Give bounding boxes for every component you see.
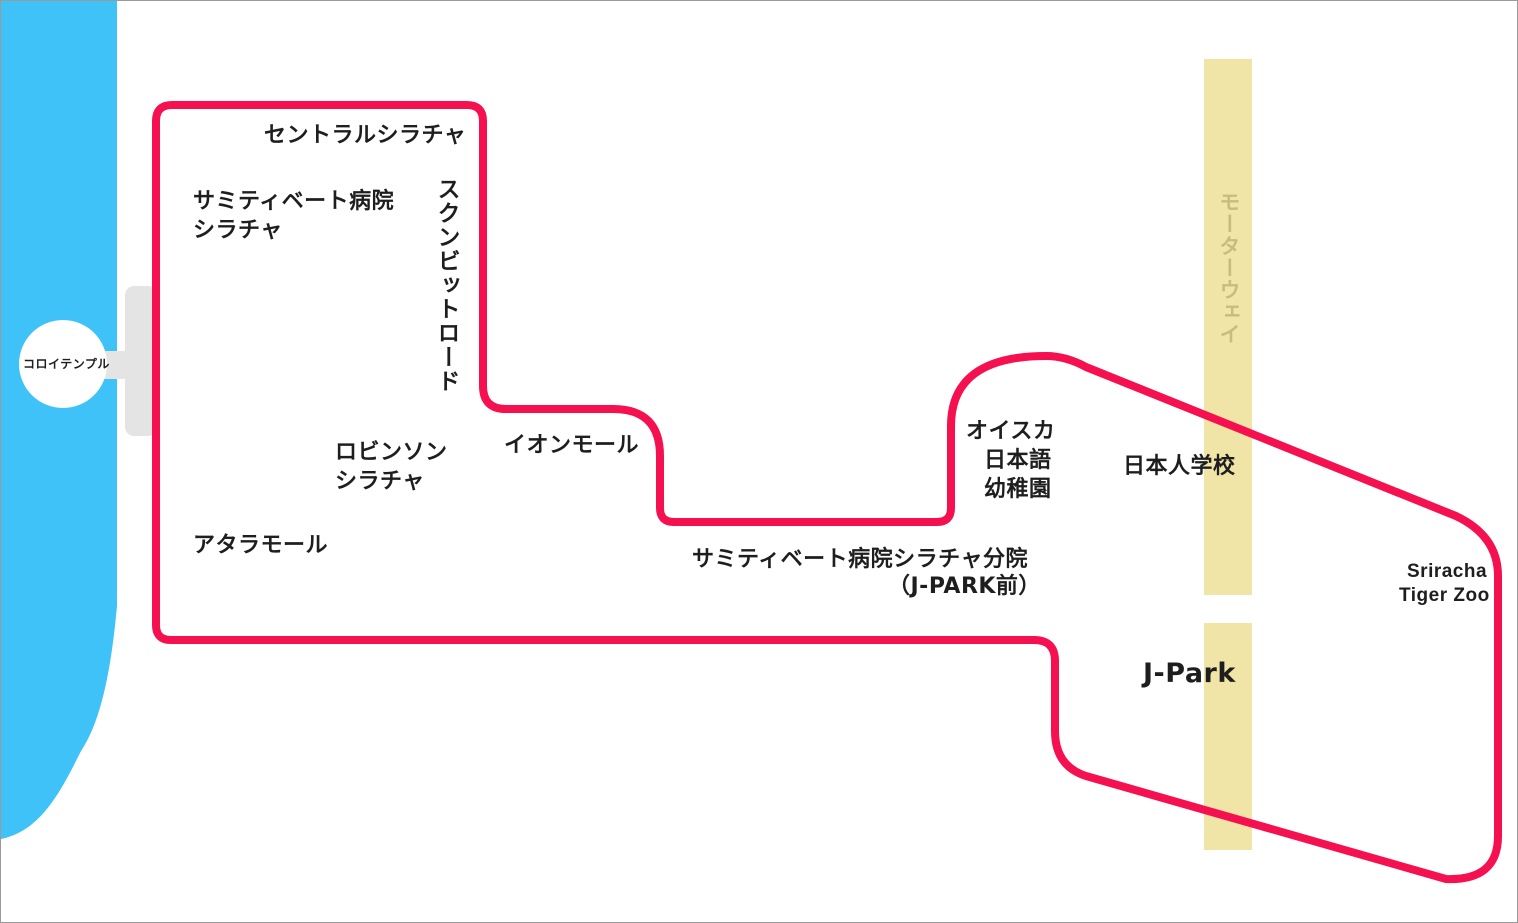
label-samitivej-branch-line2: （J-PARK前）: [888, 574, 1041, 599]
motorway-road-north: [1204, 59, 1252, 595]
label-oisca-line1: オイスカ: [966, 419, 1056, 444]
label-jpark: J-Park: [1143, 658, 1236, 689]
label-central-sriracha: セントラルシラチャ: [264, 123, 467, 148]
label-oisca-line2: 日本語: [984, 448, 1052, 473]
label-samitivej-sriracha-line2: シラチャ: [193, 218, 283, 243]
label-samitivej-branch-line1: サミティベート病院シラチャ分院: [692, 547, 1028, 572]
label-robinson-line2: シラチャ: [335, 469, 425, 494]
shuttle-route-line: [152, 101, 1502, 884]
label-atara-mall: アタラモール: [193, 533, 329, 558]
label-aeon-mall: イオンモール: [504, 433, 640, 458]
label-tiger-zoo-line2: Tiger Zoo: [1399, 585, 1490, 606]
sea-area: [1, 1, 117, 839]
label-oisca-line3: 幼稚園: [984, 477, 1052, 502]
label-motorway: モーターウェイ: [1217, 191, 1241, 345]
label-japanese-school: 日本人学校: [1123, 454, 1236, 479]
label-samitivej-sriracha-line1: サミティベート病院: [193, 189, 395, 214]
label-koroi-temple: コロイテンプル: [23, 357, 110, 371]
label-sukhumvit-road: スクンビットロード: [433, 177, 459, 393]
label-robinson-line1: ロビンソン: [335, 440, 448, 465]
temple-marker: [19, 320, 107, 408]
label-tiger-zoo-line1: Sriracha: [1407, 561, 1488, 582]
